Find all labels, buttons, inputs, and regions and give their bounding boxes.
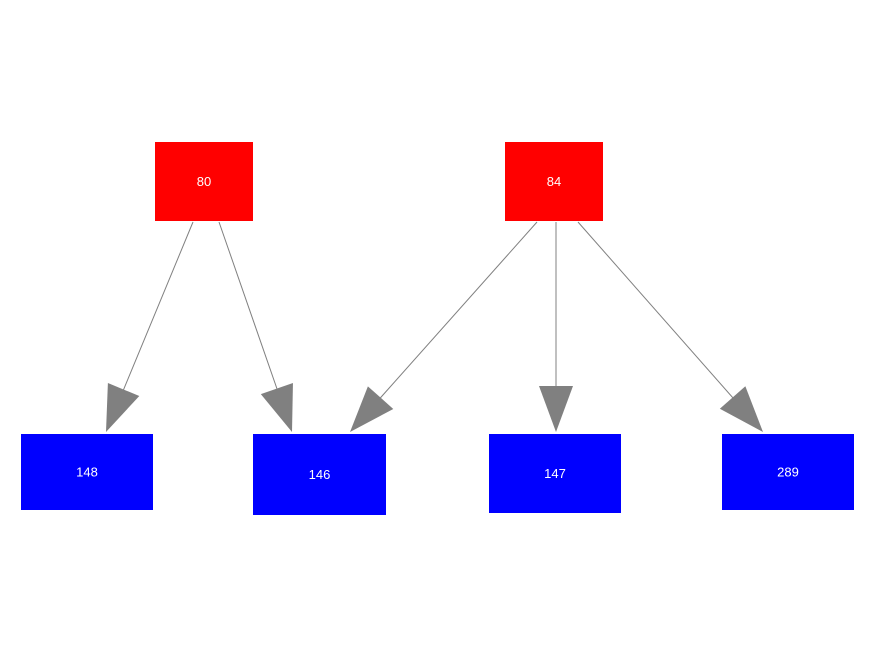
graph-edge	[539, 222, 573, 432]
graph-node[interactable]: 80	[155, 142, 253, 221]
node-rect[interactable]	[489, 434, 621, 513]
node-rect[interactable]	[505, 142, 603, 221]
graph-node[interactable]: 146	[253, 434, 386, 515]
edge-arrowhead-icon	[350, 386, 394, 432]
graph-node[interactable]: 84	[505, 142, 603, 221]
edge-arrowhead-icon	[719, 386, 763, 432]
node-rect[interactable]	[722, 434, 854, 510]
edge-arrowhead-icon	[106, 382, 140, 432]
node-label: 146	[309, 467, 331, 482]
graph-node[interactable]: 147	[489, 434, 621, 513]
graph-edge	[577, 221, 763, 432]
node-rect[interactable]	[253, 434, 386, 515]
edge-arrowhead-icon	[260, 382, 293, 432]
edge-arrowhead-icon	[539, 386, 573, 432]
graph-node[interactable]: 148	[21, 434, 153, 510]
node-label: 84	[547, 174, 561, 189]
graph-edge	[218, 221, 293, 432]
edges-layer	[106, 221, 763, 432]
node-label: 80	[197, 174, 211, 189]
node-rect[interactable]	[155, 142, 253, 221]
graph-edge	[350, 221, 538, 432]
edge-line	[577, 221, 739, 404]
graph-node[interactable]: 289	[722, 434, 854, 510]
node-label: 147	[544, 466, 566, 481]
node-label: 289	[777, 464, 799, 479]
node-rect[interactable]	[21, 434, 153, 510]
edge-line	[218, 221, 280, 397]
edge-line	[120, 221, 194, 398]
graph-edge	[106, 221, 194, 432]
node-label: 148	[76, 464, 98, 479]
edge-line	[374, 221, 538, 404]
nodes-layer: 80 84 148 146 147 289	[21, 142, 854, 515]
